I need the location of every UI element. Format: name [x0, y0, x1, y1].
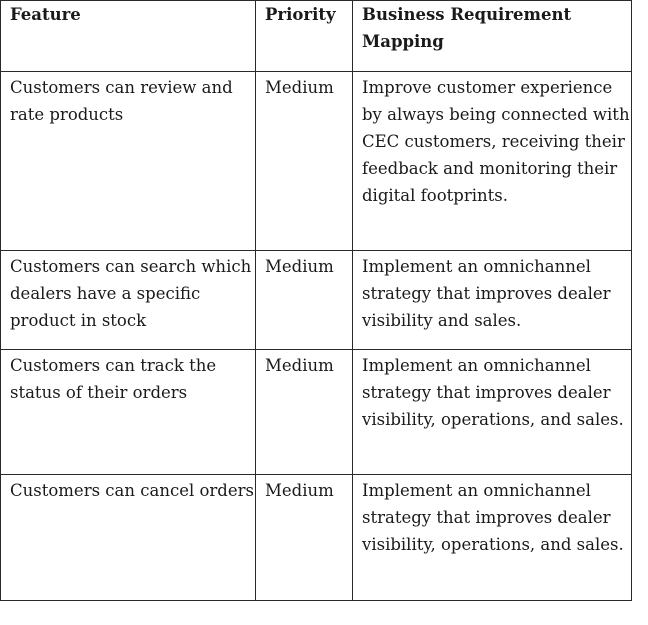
mapping-cell: Implement an omnichannel strategy that i… [352, 250, 632, 350]
priority-cell: Medium [255, 71, 353, 251]
priority-cell: Medium [255, 250, 353, 350]
table-row: Customers can search which dealers have … [0, 250, 632, 350]
priority-cell: Medium [255, 349, 353, 475]
header-row: Feature Priority Business Requirement Ma… [0, 0, 632, 72]
feature-cell: Customers can review and rate products [0, 71, 256, 251]
requirements-table: Feature Priority Business Requirement Ma… [0, 0, 632, 601]
mapping-cell: Improve customer experience by always be… [352, 71, 632, 251]
priority-cell: Medium [255, 474, 353, 601]
header-priority: Priority [255, 0, 353, 72]
feature-cell: Customers can search which dealers have … [0, 250, 256, 350]
header-feature: Feature [0, 0, 256, 72]
table-row: Customers can cancel orders Medium Imple… [0, 474, 632, 601]
header-mapping: Business Requirement Mapping [352, 0, 632, 72]
table-row: Customers can review and rate products M… [0, 71, 632, 251]
table-row: Customers can track the status of their … [0, 349, 632, 475]
feature-cell: Customers can cancel orders [0, 474, 256, 601]
feature-cell: Customers can track the status of their … [0, 349, 256, 475]
mapping-cell: Implement an omnichannel strategy that i… [352, 349, 632, 475]
mapping-cell: Implement an omnichannel strategy that i… [352, 474, 632, 601]
